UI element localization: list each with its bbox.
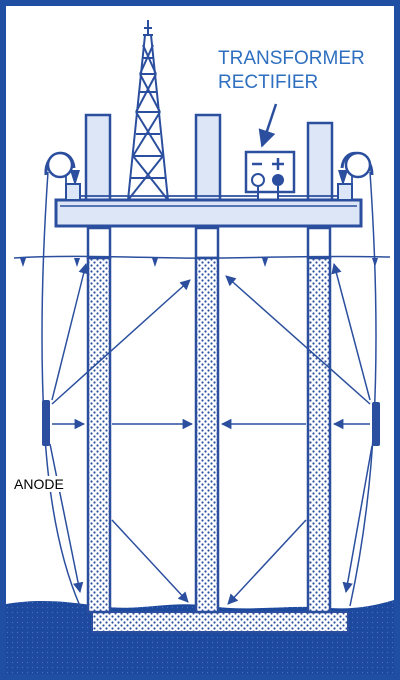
transformer-rectifier-box (244, 150, 296, 200)
leg-submerged-left (86, 256, 112, 614)
base-plate (91, 611, 349, 633)
transformer-label-line2: RECTIFIER (218, 72, 319, 93)
leg-top-right (306, 121, 334, 207)
leg-submerged-center (194, 256, 220, 614)
leg-top-left (84, 113, 112, 207)
label-pointer-arrow (258, 103, 278, 148)
wave-ticks (20, 258, 378, 267)
leg-mid-center (194, 226, 220, 260)
current-arrows-right (220, 262, 373, 605)
leg-mid-left (86, 226, 112, 260)
current-arrows-left (49, 262, 194, 603)
platform-deck (54, 198, 363, 228)
leg-top-center (194, 113, 222, 207)
right-anode (372, 402, 380, 446)
right-winch-pulley (337, 151, 374, 201)
derrick-tower (126, 20, 170, 201)
left-winch-pulley (44, 151, 81, 201)
left-anode (42, 400, 50, 446)
transformer-label-line1: TRANSFORMER (218, 48, 365, 69)
waterline (13, 255, 391, 259)
leg-mid-right (306, 226, 332, 260)
anode-label: ANODE (13, 476, 65, 492)
leg-submerged-right (306, 256, 332, 614)
